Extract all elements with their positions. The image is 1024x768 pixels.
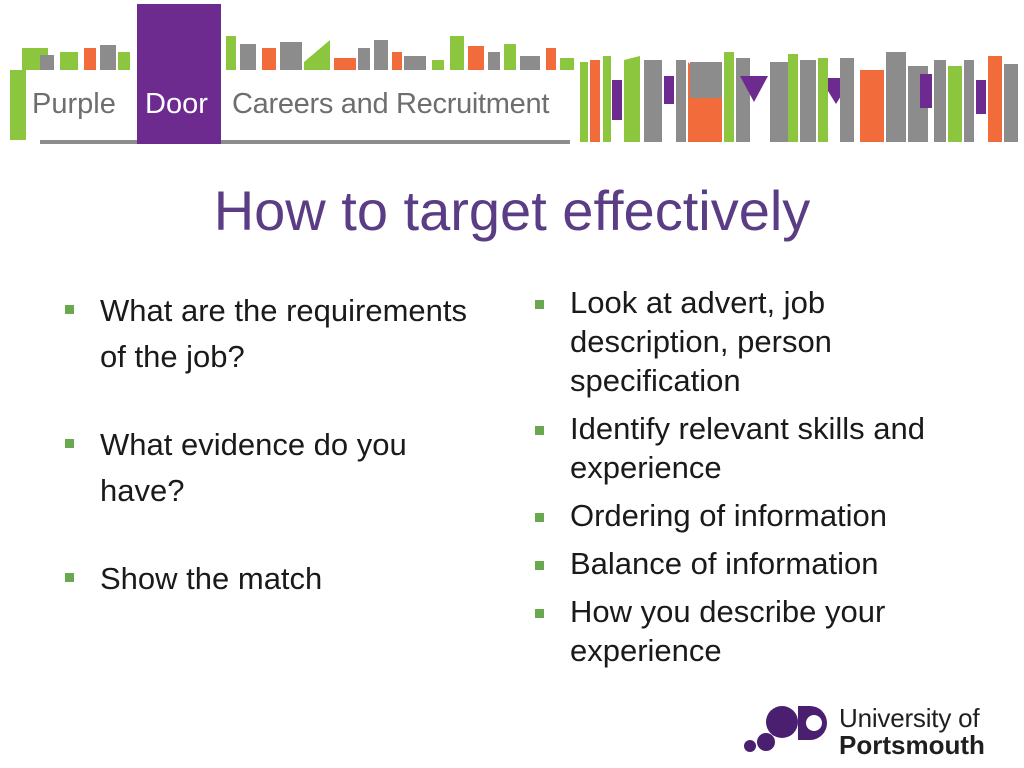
bullet-square-icon xyxy=(535,609,544,619)
bullet-square-icon xyxy=(535,513,544,523)
university-name-line2: Portsmouth xyxy=(839,730,985,760)
bullet-text: Balance of information xyxy=(570,546,879,581)
list-item: What evidence do you have? xyxy=(65,422,480,514)
bullet-text: What evidence do you have? xyxy=(100,427,407,508)
list-item: Look at advert, job description, person … xyxy=(535,283,990,400)
bullet-square-icon xyxy=(65,305,74,315)
bullet-text: Ordering of information xyxy=(570,498,888,533)
bullet-square-icon xyxy=(65,573,74,583)
bullet-text: Identify relevant skills and experience xyxy=(570,411,925,485)
list-item: What are the requirements of the job? xyxy=(65,288,480,380)
bullet-text: Show the match xyxy=(100,561,323,596)
bullet-text: How you describe your experience xyxy=(570,594,886,668)
bullet-text: What are the requirements of the job? xyxy=(100,293,468,374)
logo-word-door: Door xyxy=(145,88,208,120)
slide-title: How to target effectively xyxy=(213,179,811,242)
bullet-text: Look at advert, job description, person … xyxy=(570,285,832,398)
bullet-square-icon xyxy=(535,561,544,571)
university-name-line1: University of xyxy=(839,703,980,733)
logo-tagline: Careers and Recruitment xyxy=(232,88,550,120)
left-bullet-list: What are the requirements of the job? Wh… xyxy=(65,288,480,644)
list-item: Show the match xyxy=(65,556,480,602)
list-item: Identify relevant skills and experience xyxy=(535,409,990,487)
right-bullet-list: Look at advert, job description, person … xyxy=(535,283,990,679)
bullet-square-icon xyxy=(535,426,544,436)
bullet-square-icon xyxy=(65,439,74,449)
purple-door-block xyxy=(137,4,221,144)
list-item: Ordering of information xyxy=(535,496,990,535)
list-item: Balance of information xyxy=(535,544,990,583)
list-item: How you describe your experience xyxy=(535,592,990,670)
university-logo-icon xyxy=(744,706,827,752)
logo-word-purple: Purple xyxy=(32,88,116,120)
header-banner xyxy=(10,36,1018,144)
bullet-square-icon xyxy=(535,300,544,310)
